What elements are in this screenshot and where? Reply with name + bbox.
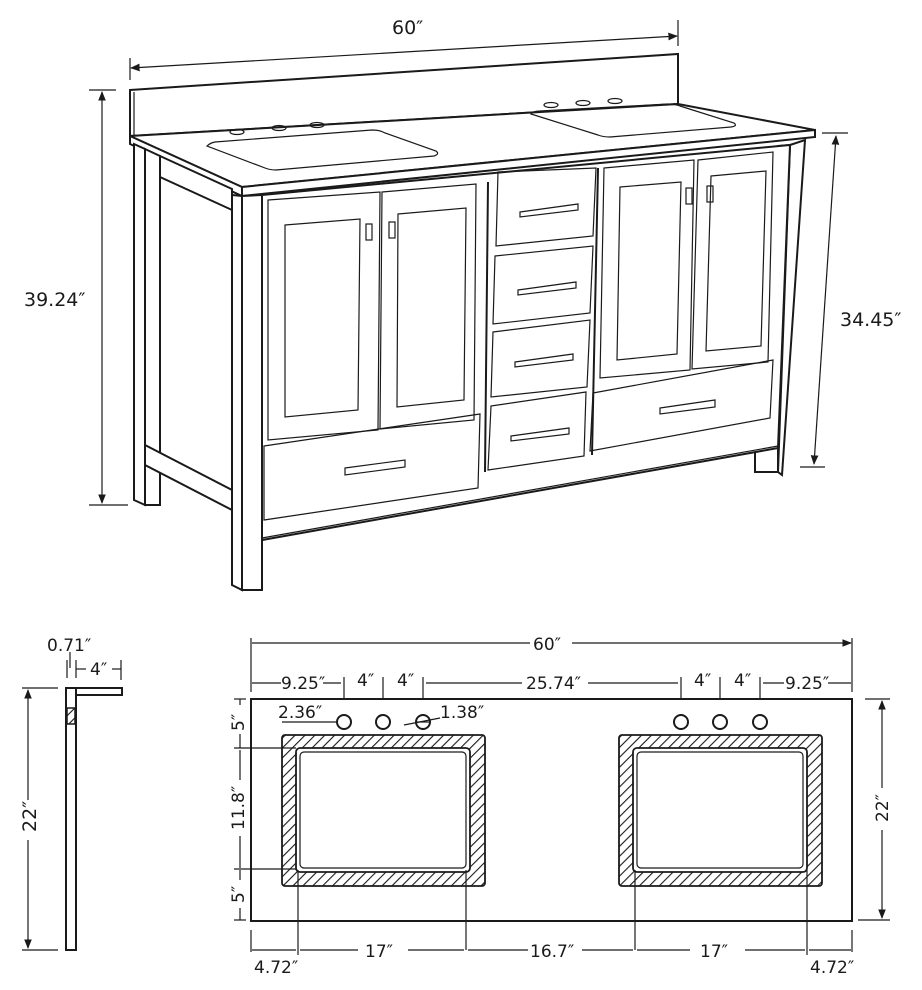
countertop-side-profile xyxy=(65,687,77,951)
cabinet-door xyxy=(599,159,695,379)
backsplash-thickness-label: 0.71″ xyxy=(47,636,91,656)
faucet-hole xyxy=(607,97,623,105)
top-view: 60″ 9.25″ 4″ 4″ 25.74″ 4″ 4″ 9.25″ 2.36″… xyxy=(229,635,893,978)
drawer-handle-icon xyxy=(510,427,570,442)
drawer xyxy=(487,391,587,471)
right-margin-label: 4.72″ xyxy=(810,958,854,978)
cabinet-door xyxy=(379,183,477,430)
drawer-handle-icon xyxy=(344,459,406,476)
faucet-hole xyxy=(336,714,352,730)
total-height-dimension: 39.24″ xyxy=(20,89,128,506)
backsplash-profile xyxy=(75,687,123,696)
faucet-hole xyxy=(543,101,559,109)
left-edge-to-hole-label: 9.25″ xyxy=(281,674,325,694)
hole-gap-3-label: 4″ xyxy=(694,671,711,691)
faucet-hole xyxy=(752,714,768,730)
faucet-hole xyxy=(271,124,287,132)
left-sink-top xyxy=(281,734,486,887)
door-knob-icon xyxy=(706,185,714,203)
bottom-margin-label: 5″ xyxy=(229,886,249,903)
total-height-label: 39.24″ xyxy=(24,289,86,311)
cabinet-height-label: 34.45″ xyxy=(840,309,902,331)
hole-gap-4-label: 4″ xyxy=(734,671,751,691)
top-margin-label: 5″ xyxy=(229,714,249,731)
right-sink-top xyxy=(618,734,823,887)
drawer xyxy=(492,245,594,325)
sink-depth-label: 11.8″ xyxy=(229,786,249,830)
faucet-hole xyxy=(712,714,728,730)
door-knob-icon xyxy=(685,187,693,205)
cabinet-door xyxy=(691,151,774,370)
overall-width-label: 60″ xyxy=(533,635,561,655)
backsplash-height-label: 4″ xyxy=(90,660,107,680)
front-left-leg xyxy=(241,193,263,591)
hole-offset-label: 2.36″ xyxy=(278,703,322,723)
perspective-view: 60″ 39.24″ 34.45″ xyxy=(20,17,902,592)
door-knob-icon xyxy=(365,223,373,241)
right-door-pair xyxy=(599,151,774,379)
left-back-leg xyxy=(133,142,146,507)
bottom-left-drawer xyxy=(263,413,481,521)
faucet-hole xyxy=(673,714,689,730)
right-sink xyxy=(530,103,737,138)
faucet-hole xyxy=(229,128,245,136)
between-hole-sets-label: 25.74″ xyxy=(526,674,581,694)
right-edge-to-hole-label: 9.25″ xyxy=(785,674,829,694)
left-margin-label: 4.72″ xyxy=(254,958,298,978)
hole-gap-1-label: 4″ xyxy=(357,671,374,691)
drawer-handle-icon xyxy=(514,353,574,368)
bottom-right-drawer xyxy=(589,359,774,452)
faucet-hole xyxy=(575,99,591,107)
sink-2-width-label: 17″ xyxy=(700,942,728,962)
drawer xyxy=(490,319,591,398)
side-view: 0.71″ 4″ 22″ xyxy=(19,636,123,951)
left-door-pair xyxy=(267,183,477,441)
front-face xyxy=(261,143,792,542)
cabinet-height-dimension: 34.45″ xyxy=(800,132,902,468)
hole-gap-2-label: 4″ xyxy=(397,671,414,691)
hole-diameter-label: 1.38″ xyxy=(440,703,484,723)
faucet-hole xyxy=(309,121,325,129)
door-knob-icon xyxy=(388,221,396,239)
between-sinks-label: 16.7″ xyxy=(530,942,574,962)
center-drawers xyxy=(487,167,597,471)
width-dimension: 60″ xyxy=(129,17,679,80)
drawer xyxy=(495,167,597,247)
drawer-handle-icon xyxy=(659,399,716,415)
left-sink xyxy=(205,129,439,171)
top-depth-label: 22″ xyxy=(873,794,893,822)
depth-label: 22″ xyxy=(19,801,41,832)
drawer-handle-icon xyxy=(519,203,579,218)
faucet-hole xyxy=(375,714,391,730)
drawer-handle-icon xyxy=(517,281,577,296)
width-label: 60″ xyxy=(392,17,423,39)
cabinet-door xyxy=(267,191,381,441)
sink-1-width-label: 17″ xyxy=(365,942,393,962)
